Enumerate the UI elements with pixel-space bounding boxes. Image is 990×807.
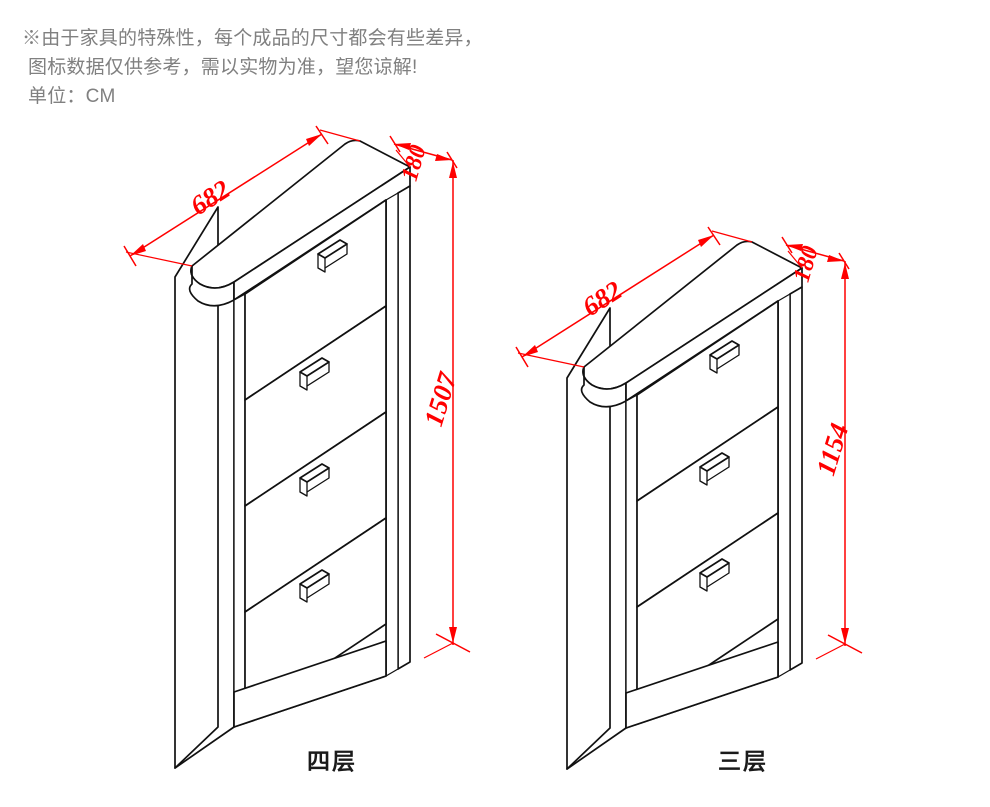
note-line-1: ※由于家具的特殊性，每个成品的尺寸都会有些差异， <box>22 28 483 49</box>
left-side-panel-3 <box>566 307 611 770</box>
right-frame-stile <box>397 185 411 670</box>
depth-arrow-right-3 <box>827 255 844 262</box>
cabinet-three-tier: 682 180 1154 <box>515 226 863 770</box>
width-label: 682 <box>185 174 235 221</box>
drawer-handle-4-edge <box>306 573 330 599</box>
height-tick-bottom-3 <box>827 634 863 654</box>
note-line-3: 单位：CM <box>28 86 116 107</box>
bottom-edge-3 <box>566 727 627 770</box>
width-tick-left-3 <box>515 346 529 368</box>
plinth-front <box>233 640 387 728</box>
drawer-front-3t-3[interactable] <box>636 512 779 714</box>
depth-extension-line-3 <box>787 250 803 269</box>
height-arrow-top-3 <box>841 263 849 279</box>
bottom-edge <box>174 726 235 769</box>
width-dimension-line-3 <box>521 234 715 358</box>
drawer-face-4 <box>244 517 387 719</box>
drawer-handle-4-body <box>299 583 308 603</box>
drawer-handle-3t-3-body <box>699 572 708 592</box>
right-frame-stile-side-3 <box>777 293 791 678</box>
drawer-handle-2-edge <box>306 361 330 387</box>
width-tick-right-3 <box>707 226 721 246</box>
drawer-handle-1-body <box>317 253 326 273</box>
width-extension-left-3 <box>517 352 585 368</box>
drawer-face-3t-3 <box>636 512 779 714</box>
height-leader-bottom <box>423 642 454 659</box>
drawer-handle-3t-1-edge <box>716 344 740 370</box>
depth-label: 180 <box>397 142 432 184</box>
width-arrow-left-3 <box>522 345 538 357</box>
caption-four-tier: 四层 <box>307 749 357 775</box>
width-extension-left <box>125 251 193 267</box>
drawer-handle-3-body <box>299 477 308 497</box>
width-arrow-right-3 <box>698 235 714 247</box>
plinth-front-3 <box>625 641 779 729</box>
right-frame-stile-3 <box>789 286 803 671</box>
height-leader-bottom-3 <box>815 643 846 660</box>
width-extension-right-3 <box>711 230 753 243</box>
width-arrow-right <box>306 134 322 146</box>
width-dimension-line <box>129 133 323 257</box>
height-arrow-top <box>449 162 457 178</box>
caption-three-tier: 三层 <box>718 749 768 775</box>
drawer-handle-2-body <box>299 371 308 391</box>
height-tick-bottom <box>435 633 471 653</box>
left-frame-stile <box>233 293 246 728</box>
width-label-3: 682 <box>577 275 627 322</box>
depth-arrow-left <box>394 143 411 150</box>
depth-arrow-right <box>435 154 452 161</box>
width-extension-right <box>319 129 361 142</box>
height-arrow-bottom <box>449 627 457 643</box>
depth-arrow-left-3 <box>786 244 803 251</box>
width-arrow-left <box>130 244 146 256</box>
height-label: 1507 <box>418 368 463 430</box>
left-frame-stile-3 <box>625 394 638 729</box>
right-frame-stile-side <box>385 192 399 677</box>
height-arrow-bottom-3 <box>841 628 849 644</box>
depth-extension-line <box>395 149 411 168</box>
drawer-handle-3-edge <box>306 467 330 493</box>
drawer-handle-1-edge <box>324 243 348 269</box>
depth-label-3: 180 <box>789 243 824 285</box>
width-tick-left <box>123 245 137 267</box>
drawer-handle-3t-2-body <box>699 466 708 486</box>
note-line-2: 图标数据仅供参考，需以实物为准，望您谅解! <box>28 57 418 78</box>
drawer-handle-3t-1-body <box>709 354 718 374</box>
disclaimer-note: ※由于家具的特殊性，每个成品的尺寸都会有些差异， 图标数据仅供参考，需以实物为准… <box>22 24 582 111</box>
drawer-front-4[interactable] <box>244 517 387 719</box>
drawer-handle-3t-2-edge <box>706 456 730 482</box>
drawer-handle-3t-3-edge <box>706 562 730 588</box>
height-label-3: 1154 <box>810 420 854 479</box>
left-side-panel <box>174 206 219 769</box>
width-tick-right <box>315 125 329 145</box>
cabinet-four-tier: 682 180 1507 <box>123 125 471 769</box>
